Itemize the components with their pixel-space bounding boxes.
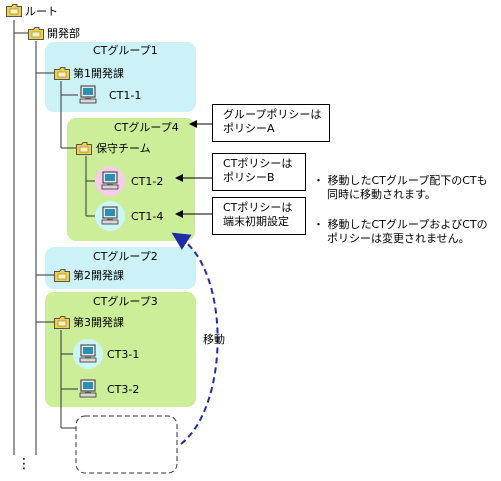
- callout-group-policy: グループポリシーは ポリシーA: [212, 104, 330, 142]
- note-line: 同時に移動されます。: [327, 188, 436, 201]
- computer-icon: [73, 374, 103, 404]
- callout-line: ポリシーB: [223, 171, 275, 184]
- dept-label[interactable]: 開発部: [47, 27, 80, 40]
- folder-icon: [54, 269, 70, 282]
- computer-icon: [73, 80, 103, 110]
- pc-ct3-2[interactable]: CT3-2: [107, 383, 140, 396]
- note-2: ・ 移動したCTグループおよびCTの ポリシーは変更されません。: [313, 218, 488, 246]
- tree-ellipsis: ⋮: [17, 456, 31, 472]
- callout-line: 端末初期設定: [223, 215, 289, 228]
- group3-section[interactable]: 第3開発課: [73, 316, 124, 329]
- callout-ct-policy-init: CTポリシーは 端末初期設定: [212, 197, 306, 235]
- pc-ct3-1[interactable]: CT3-1: [107, 348, 140, 361]
- folder-icon: [76, 142, 92, 155]
- group2-section[interactable]: 第2開発課: [73, 269, 124, 282]
- group4-area: [67, 118, 195, 241]
- root-label[interactable]: ルート: [25, 5, 58, 18]
- callout-line: CTポリシーは: [223, 157, 293, 170]
- group2-area: [45, 247, 196, 289]
- note-line: ポリシーは変更されません。: [327, 232, 470, 245]
- group3-area: [45, 292, 196, 407]
- group1-area: [45, 42, 196, 112]
- folder-icon: [54, 316, 70, 329]
- folder-icon: [28, 27, 44, 40]
- callout-line: ポリシーA: [223, 122, 275, 135]
- note-1: ・ 移動したCTグループ配下のCTも 同時に移動されます。: [313, 174, 488, 202]
- computer-icon: [95, 201, 125, 231]
- pc-ct1-4[interactable]: CT1-4: [131, 210, 164, 223]
- group4-section[interactable]: 保守チーム: [96, 142, 151, 155]
- note-line: ・ 移動したCTグループおよびCTの: [313, 218, 488, 231]
- note-line: ・ 移動したCTグループ配下のCTも: [313, 174, 488, 187]
- computer-icon: [95, 166, 125, 196]
- group3-title[interactable]: CTグループ3: [93, 295, 158, 308]
- group1-title[interactable]: CTグループ1: [93, 44, 158, 57]
- pc-ct1-1[interactable]: CT1-1: [109, 89, 142, 102]
- callout-line: CTポリシーは: [223, 201, 293, 214]
- group2-title[interactable]: CTグループ2: [93, 250, 158, 263]
- move-label: 移動: [203, 333, 225, 346]
- group1-section[interactable]: 第1開発課: [73, 67, 124, 80]
- folder-icon: [54, 67, 70, 80]
- pc-ct1-2[interactable]: CT1-2: [131, 175, 164, 188]
- callout-ct-policy-b: CTポリシーは ポリシーB: [212, 153, 306, 191]
- callout-line: グループポリシーは: [223, 108, 322, 121]
- folder-icon: [6, 4, 22, 17]
- group4-title[interactable]: CTグループ4: [114, 121, 179, 134]
- computer-icon: [73, 339, 103, 369]
